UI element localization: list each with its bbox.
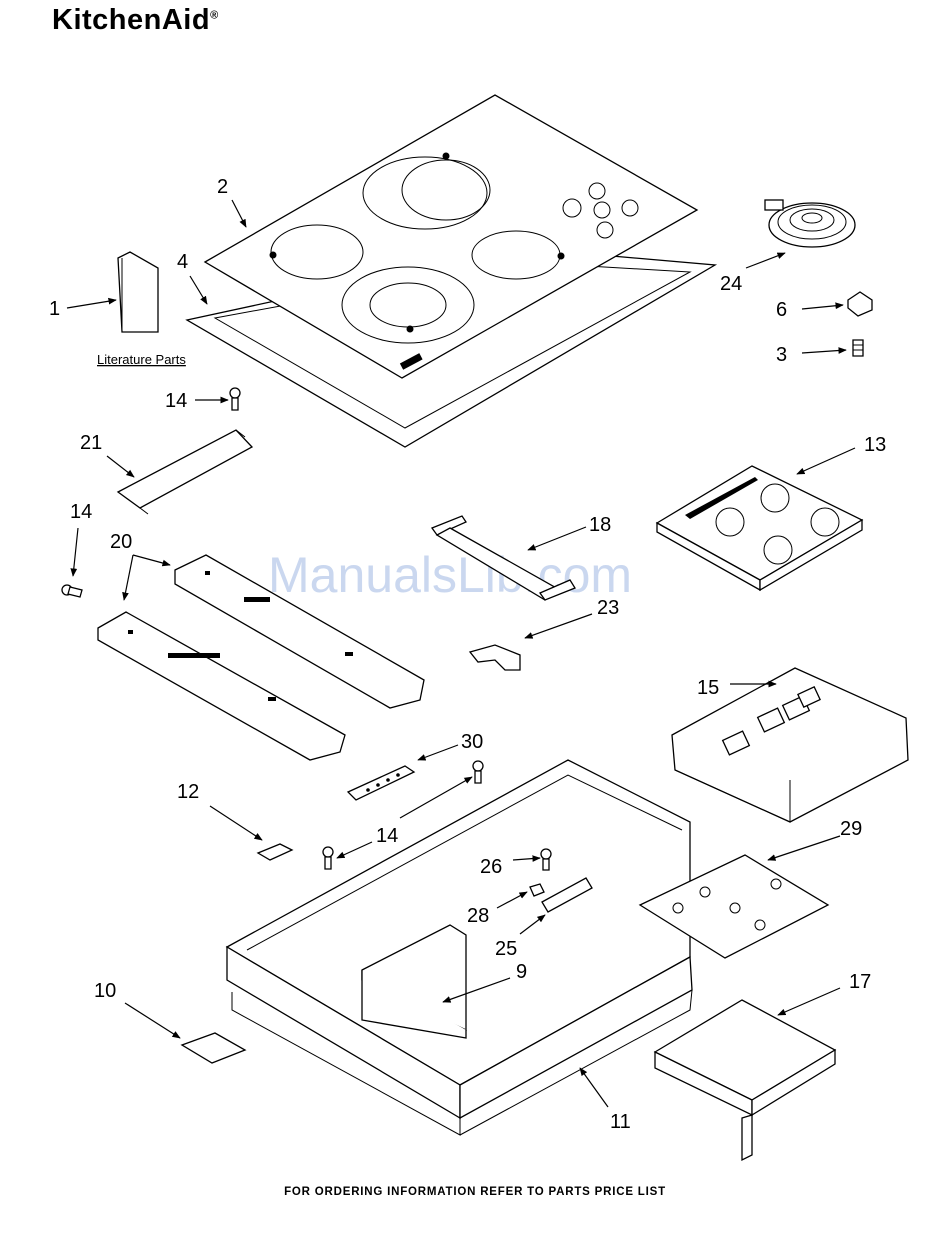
callout-15: 15 [697,677,719,699]
callout-18: 18 [589,514,611,536]
callout-28: 28 [467,905,489,927]
watermark: ManualsLib.com [268,547,632,603]
callout-29: 29 [840,818,862,840]
part-clip [848,292,872,316]
part-literature [118,252,158,332]
callout-14-mid: 14 [376,825,398,847]
callout-1: 1 [49,298,60,320]
part-plate-10 [182,1033,245,1063]
callout-20: 20 [110,531,132,553]
callout-3: 3 [776,344,787,366]
callout-30: 30 [461,731,483,753]
part-terminal-strip-30 [348,766,414,800]
callout-21: 21 [80,432,102,454]
callout-9: 9 [516,961,527,983]
callout-17: 17 [849,971,871,993]
ordering-footer: FOR ORDERING INFORMATION REFER TO PARTS … [0,1186,950,1198]
part-screw-26 [541,849,551,870]
part-bracket-23 [470,645,520,670]
callout-4: 4 [177,251,188,273]
part-control-board [657,466,862,590]
callout-14-left: 14 [70,501,92,523]
part-screw-14-top [230,388,240,410]
callout-14-top: 14 [165,390,187,412]
callout-11: 11 [610,1111,631,1133]
callout-2: 2 [217,176,228,198]
callout-24: 24 [720,273,742,295]
part-box-17 [655,1000,835,1160]
literature-label: Literature Parts [97,352,186,367]
part-radiant-element [765,200,855,247]
callout-25: 25 [495,938,517,960]
callout-23: 23 [597,597,619,619]
callout-26: 26 [480,856,502,878]
callout-12: 12 [177,781,199,803]
part-screw-3 [853,340,863,356]
callout-10: 10 [94,980,116,1002]
part-plate-12 [258,844,292,860]
part-screw-14-left [62,585,82,597]
callout-13: 13 [864,434,886,456]
part-bracket-21 [118,430,252,514]
callout-6: 6 [776,299,787,321]
